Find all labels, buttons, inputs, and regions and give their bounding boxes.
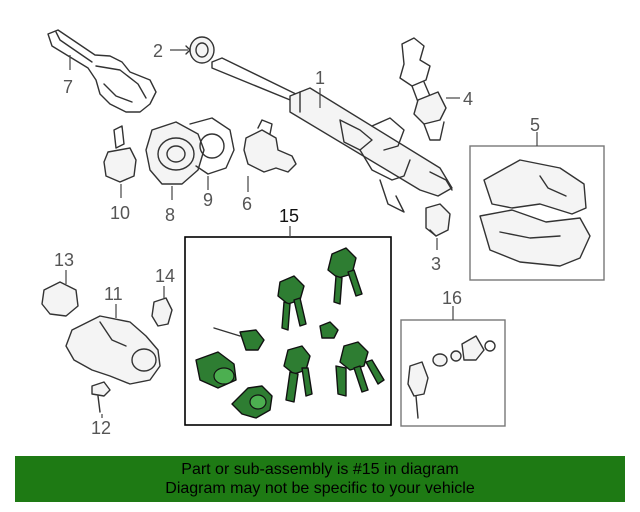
part-16-key-fob-set[interactable]	[407, 335, 496, 419]
parts-diagram: 7 2 1 4 10 8	[41, 29, 605, 438]
callout-4: 4	[463, 89, 473, 109]
part-2-ring[interactable]	[170, 36, 215, 64]
part-15-frame	[184, 236, 392, 426]
part-14-small-switch[interactable]	[151, 286, 173, 327]
part-1-steering-column[interactable]	[211, 57, 453, 213]
part-9-sensor[interactable]	[189, 117, 235, 190]
callout-12: 12	[91, 418, 111, 438]
part-4-intermediate-shaft[interactable]	[399, 37, 460, 141]
part-5-column-cover[interactable]	[479, 159, 591, 267]
callout-3: 3	[431, 254, 441, 274]
callout-9: 9	[203, 190, 213, 210]
part-12-bolt[interactable]	[91, 381, 111, 418]
part-15-lock-set[interactable]	[195, 247, 385, 419]
callout-6: 6	[242, 194, 252, 214]
part-10-bracket[interactable]	[103, 125, 137, 198]
callout-8: 8	[165, 205, 175, 225]
part-13-connector[interactable]	[41, 270, 79, 317]
callout-1: 1	[315, 68, 325, 88]
part-3-cover[interactable]	[425, 203, 451, 250]
callout-2: 2	[153, 41, 163, 61]
callout-15: 15	[279, 206, 299, 226]
callout-5: 5	[530, 115, 540, 135]
callout-16: 16	[442, 288, 462, 308]
part-11-lock-housing[interactable]	[65, 304, 161, 385]
callout-11: 11	[104, 284, 123, 304]
callout-7: 7	[63, 77, 73, 97]
banner-line-2: Diagram may not be specific to your vehi…	[165, 480, 475, 497]
callout-13: 13	[54, 250, 74, 270]
callout-14: 14	[155, 266, 175, 286]
part-6-switch[interactable]	[243, 119, 297, 192]
part-8-clock-spring[interactable]	[145, 121, 205, 200]
part-7-combination-switch[interactable]	[47, 29, 157, 113]
info-banner: Part or sub-assembly is #15 in diagram D…	[15, 456, 625, 502]
banner-line-1: Part or sub-assembly is #15 in diagram	[181, 461, 459, 478]
callout-10: 10	[110, 203, 130, 223]
